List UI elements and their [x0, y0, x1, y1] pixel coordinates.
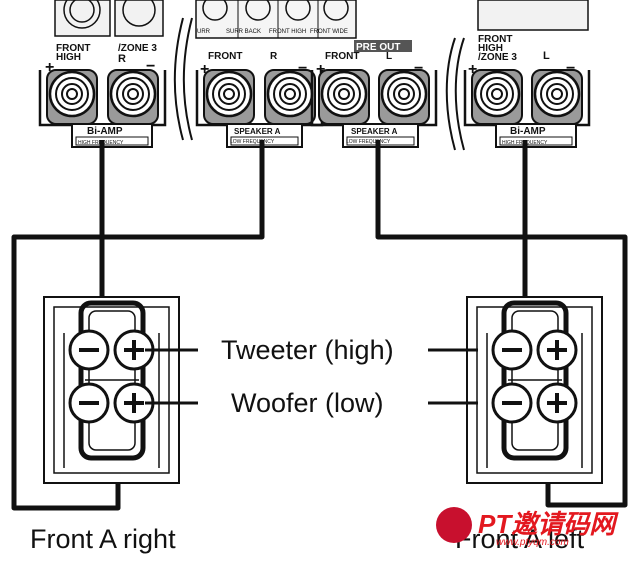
s3-badge-title: SPEAKER A — [351, 127, 398, 136]
terminal-center — [127, 88, 139, 100]
speaker-terminal-plus — [536, 329, 578, 371]
terminal-positive — [318, 69, 370, 125]
terminal-center — [398, 88, 410, 100]
terminal-negative — [107, 69, 159, 125]
speaker-terminal-minus — [491, 382, 533, 424]
preout-title-bg — [354, 40, 412, 52]
speaker-jumper-outer — [78, 300, 146, 461]
s4-l-label: L — [543, 50, 550, 62]
front-a-right-label: Front A right — [30, 524, 176, 554]
s4-zone-label: /ZONE 3 — [478, 52, 517, 63]
speaker-rails — [486, 333, 583, 468]
s1-badge-sub: HIGH FREQUENCY — [78, 140, 124, 146]
terminal-positive — [46, 69, 98, 125]
s4-plus-label: + — [468, 61, 477, 78]
terminal-pair — [38, 69, 167, 148]
s3-front-label: FRONT — [325, 51, 359, 62]
s1-r-label: R — [118, 53, 126, 65]
s4-badge-sub: HIGH FREQUENCY — [502, 140, 548, 146]
watermark-url: www.ptyqm.com — [496, 537, 569, 548]
speaker-terminal-minus — [491, 329, 533, 371]
terminal-center — [551, 88, 563, 100]
s1-plus-label: + — [45, 59, 54, 76]
preout-jack-label: URR — [197, 29, 211, 35]
speaker-terminal-minus — [68, 329, 110, 371]
s3-badge-sub: LOW FREQUENCY — [346, 139, 391, 145]
s4-badge-title: Bi-AMP — [510, 126, 546, 137]
speaker-front-a-left — [466, 296, 603, 484]
terminal-badge-inner — [499, 136, 573, 146]
preout-jack-label: FRONT WIDE — [310, 29, 348, 35]
s1-front-label: FRONT — [56, 43, 90, 54]
speaker-panels — [43, 296, 603, 484]
s4-front-label: FRONT — [478, 34, 512, 45]
speaker-wires — [11, 140, 628, 511]
s4-minus-label: − — [566, 60, 575, 77]
terminal-negative — [531, 69, 583, 125]
s2-front-label: FRONT — [208, 51, 242, 62]
terminal-center — [284, 88, 296, 100]
watermark: PT邀请码网 www.ptyqm.com — [436, 505, 636, 555]
s2-minus-label: − — [298, 60, 307, 77]
terminal-positive — [471, 69, 523, 125]
watermark-brand: PT邀请码网 — [478, 509, 616, 539]
terminal-pair — [195, 69, 324, 148]
speaker-rails — [63, 333, 160, 468]
preout-jack-label: FRONT HIGH — [269, 29, 306, 35]
s1-minus-label: − — [146, 58, 155, 75]
preout-title: PRE OUT — [356, 42, 400, 53]
terminal-badge — [495, 123, 577, 148]
terminal-pair — [310, 69, 438, 148]
s2-badge-sub: LOW FREQUENCY — [230, 139, 275, 145]
terminal-positive — [203, 69, 255, 125]
terminal-badge — [71, 123, 153, 148]
speaker-terminal-plus — [536, 382, 578, 424]
woofer-label: Woofer (low) — [231, 388, 384, 418]
s2-plus-label: + — [200, 61, 209, 78]
preout-jack-label: SURR BACK — [226, 29, 261, 35]
s3-l-label: L — [386, 51, 392, 62]
receiver-panel — [54, 0, 589, 151]
speaker-terminals — [38, 69, 591, 148]
speaker-front-a-right — [43, 296, 180, 484]
speaker-outer-frame — [466, 296, 603, 484]
speaker-jumper-outer — [501, 300, 569, 461]
terminal-center — [223, 88, 235, 100]
s1-high-label: HIGH — [56, 52, 81, 63]
s1-badge-title: Bi-AMP — [87, 126, 123, 137]
terminal-center — [66, 88, 78, 100]
terminal-center — [338, 88, 350, 100]
speaker-inner-frame — [53, 306, 170, 474]
speaker-terminal-plus — [113, 329, 155, 371]
s2-r-label: R — [270, 51, 278, 62]
terminal-negative — [264, 69, 316, 125]
s4-high-label: HIGH — [478, 43, 503, 54]
terminal-pair — [463, 69, 591, 148]
s1-zone-label: /ZONE 3 — [118, 43, 157, 54]
terminal-center — [491, 88, 503, 100]
s3-plus-label: + — [316, 61, 325, 78]
tweeter-label: Tweeter (high) — [221, 335, 394, 365]
speaker-outer-frame — [43, 296, 180, 484]
terminal-negative — [378, 69, 430, 125]
terminal-badge-inner — [75, 136, 149, 146]
speaker-inner-frame — [476, 306, 593, 474]
callout-lines — [145, 348, 478, 405]
s2-badge-title: SPEAKER A — [234, 127, 281, 136]
watermark-logo-icon — [436, 507, 472, 543]
speaker-terminal-minus — [68, 382, 110, 424]
s3-minus-label: − — [414, 60, 423, 77]
front-a-left-label: Front A left — [455, 524, 585, 554]
